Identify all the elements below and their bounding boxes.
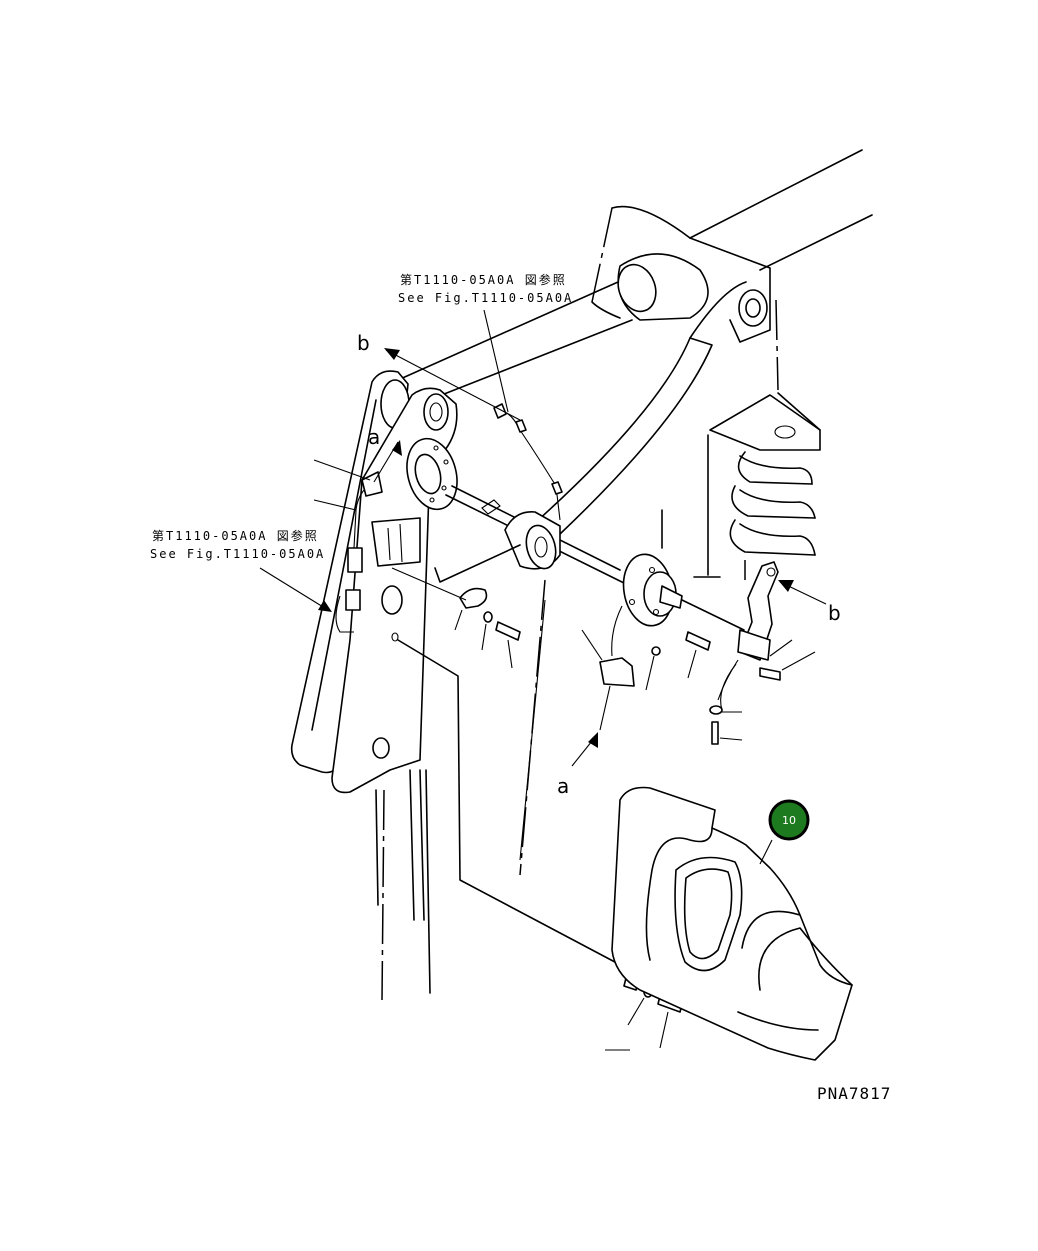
flange-ring [406, 437, 458, 511]
marker-a-bottom: a [557, 774, 569, 798]
pin-bushing [445, 485, 629, 586]
callout-leader [759, 839, 773, 865]
cross-tube [397, 281, 633, 399]
boom-arm [591, 149, 873, 391]
marker-a-top: a [368, 425, 380, 449]
link-bar [535, 281, 747, 535]
guard-cover [611, 786, 853, 1061]
upper-reference-en: See Fig.T1110-05A0A [398, 291, 573, 305]
bracket-right [717, 561, 816, 701]
callout-label[interactable]: 10 [782, 814, 796, 827]
left-reference-jp: 第T1110-05A0A 図参照 [152, 528, 319, 543]
arrows [259, 309, 827, 767]
wiring [335, 403, 737, 731]
callout-circle[interactable] [768, 799, 810, 841]
callout-10[interactable]: 10 [768, 799, 810, 841]
ribbed-housing [693, 392, 821, 580]
marker-b-top: b [357, 331, 370, 355]
marker-b-right: b [828, 601, 841, 625]
left-reference-en: See Fig.T1110-05A0A [150, 547, 325, 561]
upper-reference-jp: 第T1110-05A0A 図参照 [400, 272, 567, 287]
drawing-code: PNA7817 [817, 1084, 891, 1103]
leader-lines [313, 459, 631, 1001]
flanged-pin [622, 509, 745, 631]
